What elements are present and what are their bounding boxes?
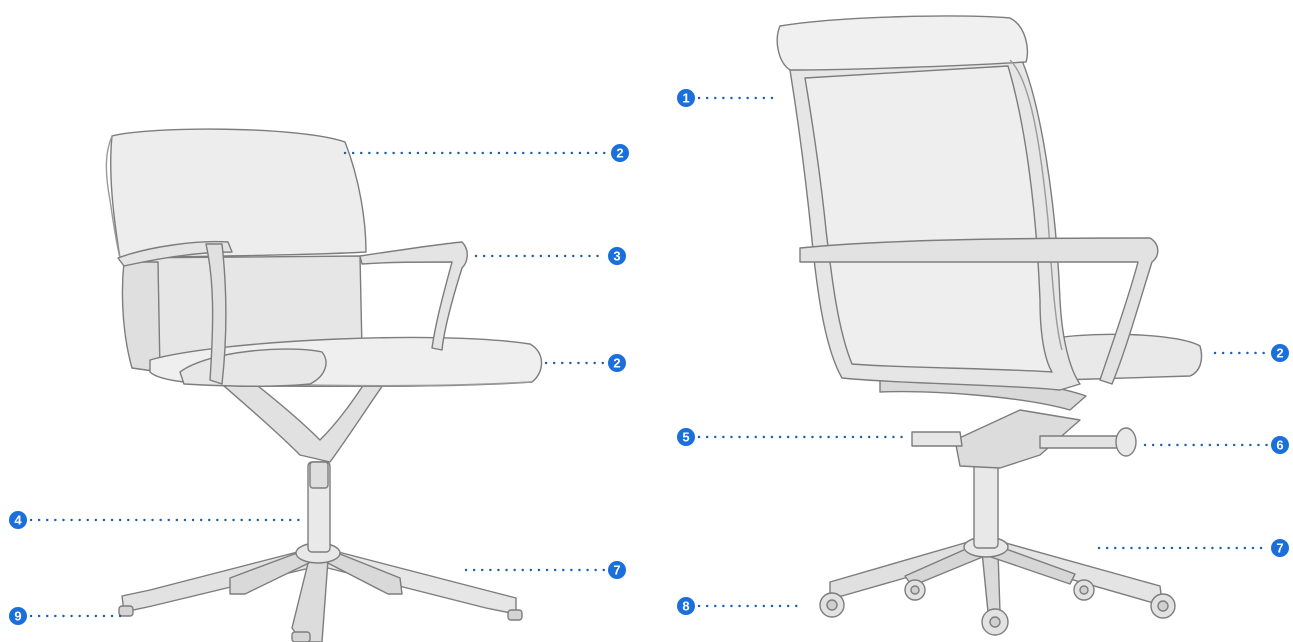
callout-number: 8 <box>682 599 689 614</box>
callout-base: 7 <box>466 561 626 579</box>
front-chair-illustration <box>106 129 541 642</box>
callout-tension-knob: 6 <box>1145 436 1289 454</box>
callout-caster: 8 <box>677 597 799 615</box>
callout-seat: 2 <box>1215 344 1289 362</box>
callout-number: 6 <box>1276 438 1283 453</box>
front-chair-backrest <box>111 129 366 258</box>
callout-number: 4 <box>14 513 22 528</box>
callout-number: 2 <box>616 146 623 161</box>
rear-chair-tension-knob <box>1116 428 1136 456</box>
callout-backrest-frame: 1 <box>677 89 777 107</box>
callout-number: 3 <box>613 249 620 264</box>
callout-backrest: 2 <box>345 144 629 162</box>
rear-chair-column <box>974 462 998 548</box>
callout-number: 2 <box>1276 346 1283 361</box>
rear-chair-illustration <box>777 16 1201 635</box>
callout-glide: 9 <box>9 607 121 625</box>
callout-number: 2 <box>613 356 620 371</box>
callout-number: 9 <box>14 609 21 624</box>
callout-armrest: 3 <box>476 247 626 265</box>
callout-number: 5 <box>682 430 689 445</box>
front-chair-base <box>122 543 516 642</box>
callout-mechanism: 5 <box>677 428 903 446</box>
rear-chair-headrest <box>777 16 1027 70</box>
callout-number: 1 <box>682 91 689 106</box>
callout-seat: 2 <box>546 354 626 372</box>
callout-base: 7 <box>1099 539 1289 557</box>
callout-number: 7 <box>613 563 620 578</box>
callout-column: 4 <box>9 511 303 529</box>
callout-number: 7 <box>1276 541 1283 556</box>
